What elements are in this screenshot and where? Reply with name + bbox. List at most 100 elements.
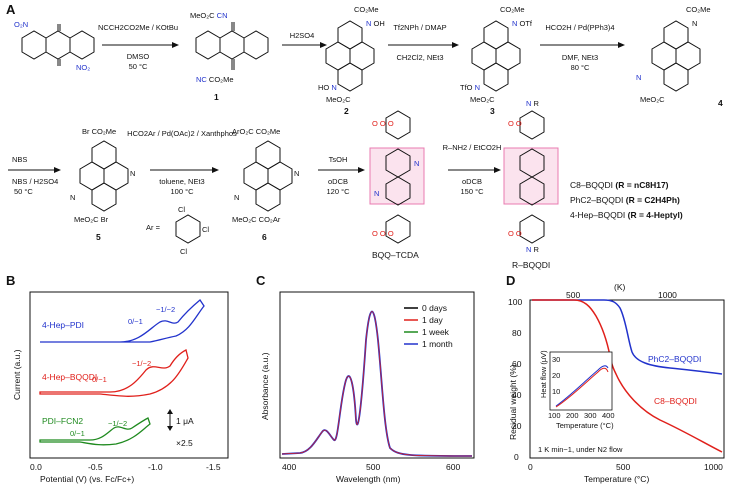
r-bqqdi-name: R–BQQDI — [512, 260, 550, 270]
reaction-arrow-7 — [318, 167, 365, 173]
x-tick-label: -1.5 — [206, 462, 221, 472]
dsc-inset-frame — [549, 351, 613, 411]
legend-entry: 0 days — [422, 303, 447, 313]
panel-d-frame — [529, 299, 725, 459]
x-tick-label: -0.5 — [88, 462, 103, 472]
dsc-curve-phc2 — [555, 365, 609, 407]
top-axis-label: (K) — [614, 282, 626, 292]
bqq-tcda-name: BQQ–TCDA — [372, 250, 419, 260]
tga-curve-c8 — [532, 299, 723, 453]
current-scale-bar — [167, 409, 173, 431]
panel-d-xticks: 0 500 1000 — [528, 462, 723, 472]
dinitroanthraquinone-structure — [21, 24, 95, 66]
reaction-arrow-1 — [102, 42, 179, 48]
legend-entry: 1 day — [422, 315, 444, 325]
series-label-phc2: PhC2–BQQDI — [648, 354, 701, 364]
derivative-4hep: 4-Hep–BQQDI (R = 4-Heptyl) — [570, 210, 683, 220]
nitrogen-label: N — [374, 189, 379, 198]
cv-curve-pdi — [40, 299, 205, 343]
anhydride-oxygen-label: O O O — [372, 229, 394, 238]
redox-label: −1/−2 — [108, 419, 127, 428]
scale-bar-label: 1 μA — [176, 416, 194, 426]
compound-2-number: 2 — [344, 106, 349, 116]
step7-reagents: TsOH — [329, 155, 348, 164]
r-bqqdi-structure — [519, 110, 545, 244]
compound-1-number: 1 — [214, 92, 219, 102]
anhydride-oxygen-label: O O O — [372, 119, 394, 128]
reaction-arrow-4 — [540, 42, 625, 48]
y-tick-label: 20 — [512, 421, 522, 431]
bqq-tcda-structure — [385, 110, 411, 244]
redox-label: 0/−1 — [128, 317, 143, 326]
cv-curve-pdi-fcn2 — [39, 417, 151, 446]
panel-b-xlabel: Potential (V) (vs. Fc/Fc+) — [40, 474, 134, 484]
aryl-definition-label: Ar = — [146, 223, 161, 232]
step7-conditions: oDCB — [328, 177, 348, 186]
ester-label: MeO₂C CN — [190, 11, 228, 20]
curve-name-pdi: 4-Hep–PDI — [42, 320, 84, 330]
inset-xticks: 100 200 300 400 — [548, 411, 615, 420]
tga-curve-phc2 — [532, 299, 723, 375]
step8-conditions: oDCB — [462, 177, 482, 186]
ester-label: CO₂Me — [686, 5, 711, 14]
y-tick-label: 0 — [514, 452, 519, 462]
compound-5-structure — [79, 140, 129, 212]
inset-y-tick: 30 — [552, 355, 560, 364]
inset-xlabel: Temperature (°C) — [556, 421, 614, 430]
step4-temperature: 80 °C — [571, 63, 590, 72]
reaction-arrow-3 — [388, 42, 459, 48]
bromo-label: Br CO₂Me — [82, 127, 116, 136]
step1-temperature: 50 °C — [129, 62, 148, 71]
step7-temperature: 120 °C — [326, 187, 350, 196]
y-tick-label: 100 — [508, 297, 522, 307]
step2-reagents: H2SO4 — [290, 31, 315, 40]
nitrogen-label: N — [234, 193, 239, 202]
chloro-label: Cl — [178, 205, 185, 214]
absorbance-spectrum — [281, 311, 473, 457]
cv-curve-bqqdi — [39, 349, 189, 397]
ester-label: MeO₂C CO₂Ar — [232, 215, 281, 224]
panel-c-legend: 0 days 1 day 1 week 1 month — [404, 303, 453, 349]
step1-conditions: DMSO — [127, 52, 150, 61]
legend-entry: 1 month — [422, 339, 453, 349]
hydroxy-label: HO N — [318, 83, 337, 92]
top-tick-label: 500 — [566, 290, 580, 300]
panel-b-xticks: 0.0 -0.5 -1.0 -1.5 — [30, 462, 221, 472]
compound-2-structure — [325, 20, 375, 92]
trichlorophenyl-structure — [175, 214, 201, 244]
compound-1-structure — [195, 22, 269, 70]
dsc-curve-c8 — [555, 367, 609, 408]
nitrogen-label: N — [636, 73, 641, 82]
inset-x-tick: 100 — [548, 411, 561, 420]
reaction-arrow-5 — [8, 167, 61, 173]
compound-4-structure — [651, 20, 701, 92]
step6-temperature: 100 °C — [170, 187, 194, 196]
imide-oxygen-label: O O — [508, 119, 522, 128]
nitro-group-label: O₂N — [14, 20, 28, 29]
compound-4-number: 4 — [718, 98, 723, 108]
inset-y-tick: 20 — [552, 371, 560, 380]
panel-c-xticks: 400 500 600 — [282, 462, 460, 472]
redox-label: −1/−2 — [132, 359, 151, 368]
panel-b-ylabel: Current (a.u.) — [12, 349, 22, 400]
chloro-label: Cl — [180, 247, 187, 256]
ester-label: NC CO₂Me — [196, 75, 234, 84]
panel-a-label: A — [6, 2, 16, 17]
x-tick-label: 400 — [282, 462, 296, 472]
inset-x-tick: 400 — [602, 411, 615, 420]
ester-label: CO₂Me — [354, 5, 379, 14]
nitrogen-label: N — [130, 169, 135, 178]
x-tick-label: 0 — [528, 462, 533, 472]
step3-reagents: Tf2NPh / DMAP — [393, 23, 446, 32]
panel-d-xlabel: Temperature (°C) — [584, 474, 649, 484]
redox-label: 0/−1 — [92, 375, 107, 384]
x-tick-label: 0.0 — [30, 462, 42, 472]
ester-label: MeO₂C — [326, 95, 351, 104]
imide-substituent-label: N R — [526, 245, 540, 254]
inset-y-tick: 10 — [552, 387, 560, 396]
x-tick-label: 500 — [616, 462, 630, 472]
step4-reagents: HCO2H / Pd(PPh3)4 — [545, 23, 614, 32]
step8-temperature: 150 °C — [460, 187, 484, 196]
curve-name-bqqdi: 4-Hep–BQQDI — [42, 372, 97, 382]
